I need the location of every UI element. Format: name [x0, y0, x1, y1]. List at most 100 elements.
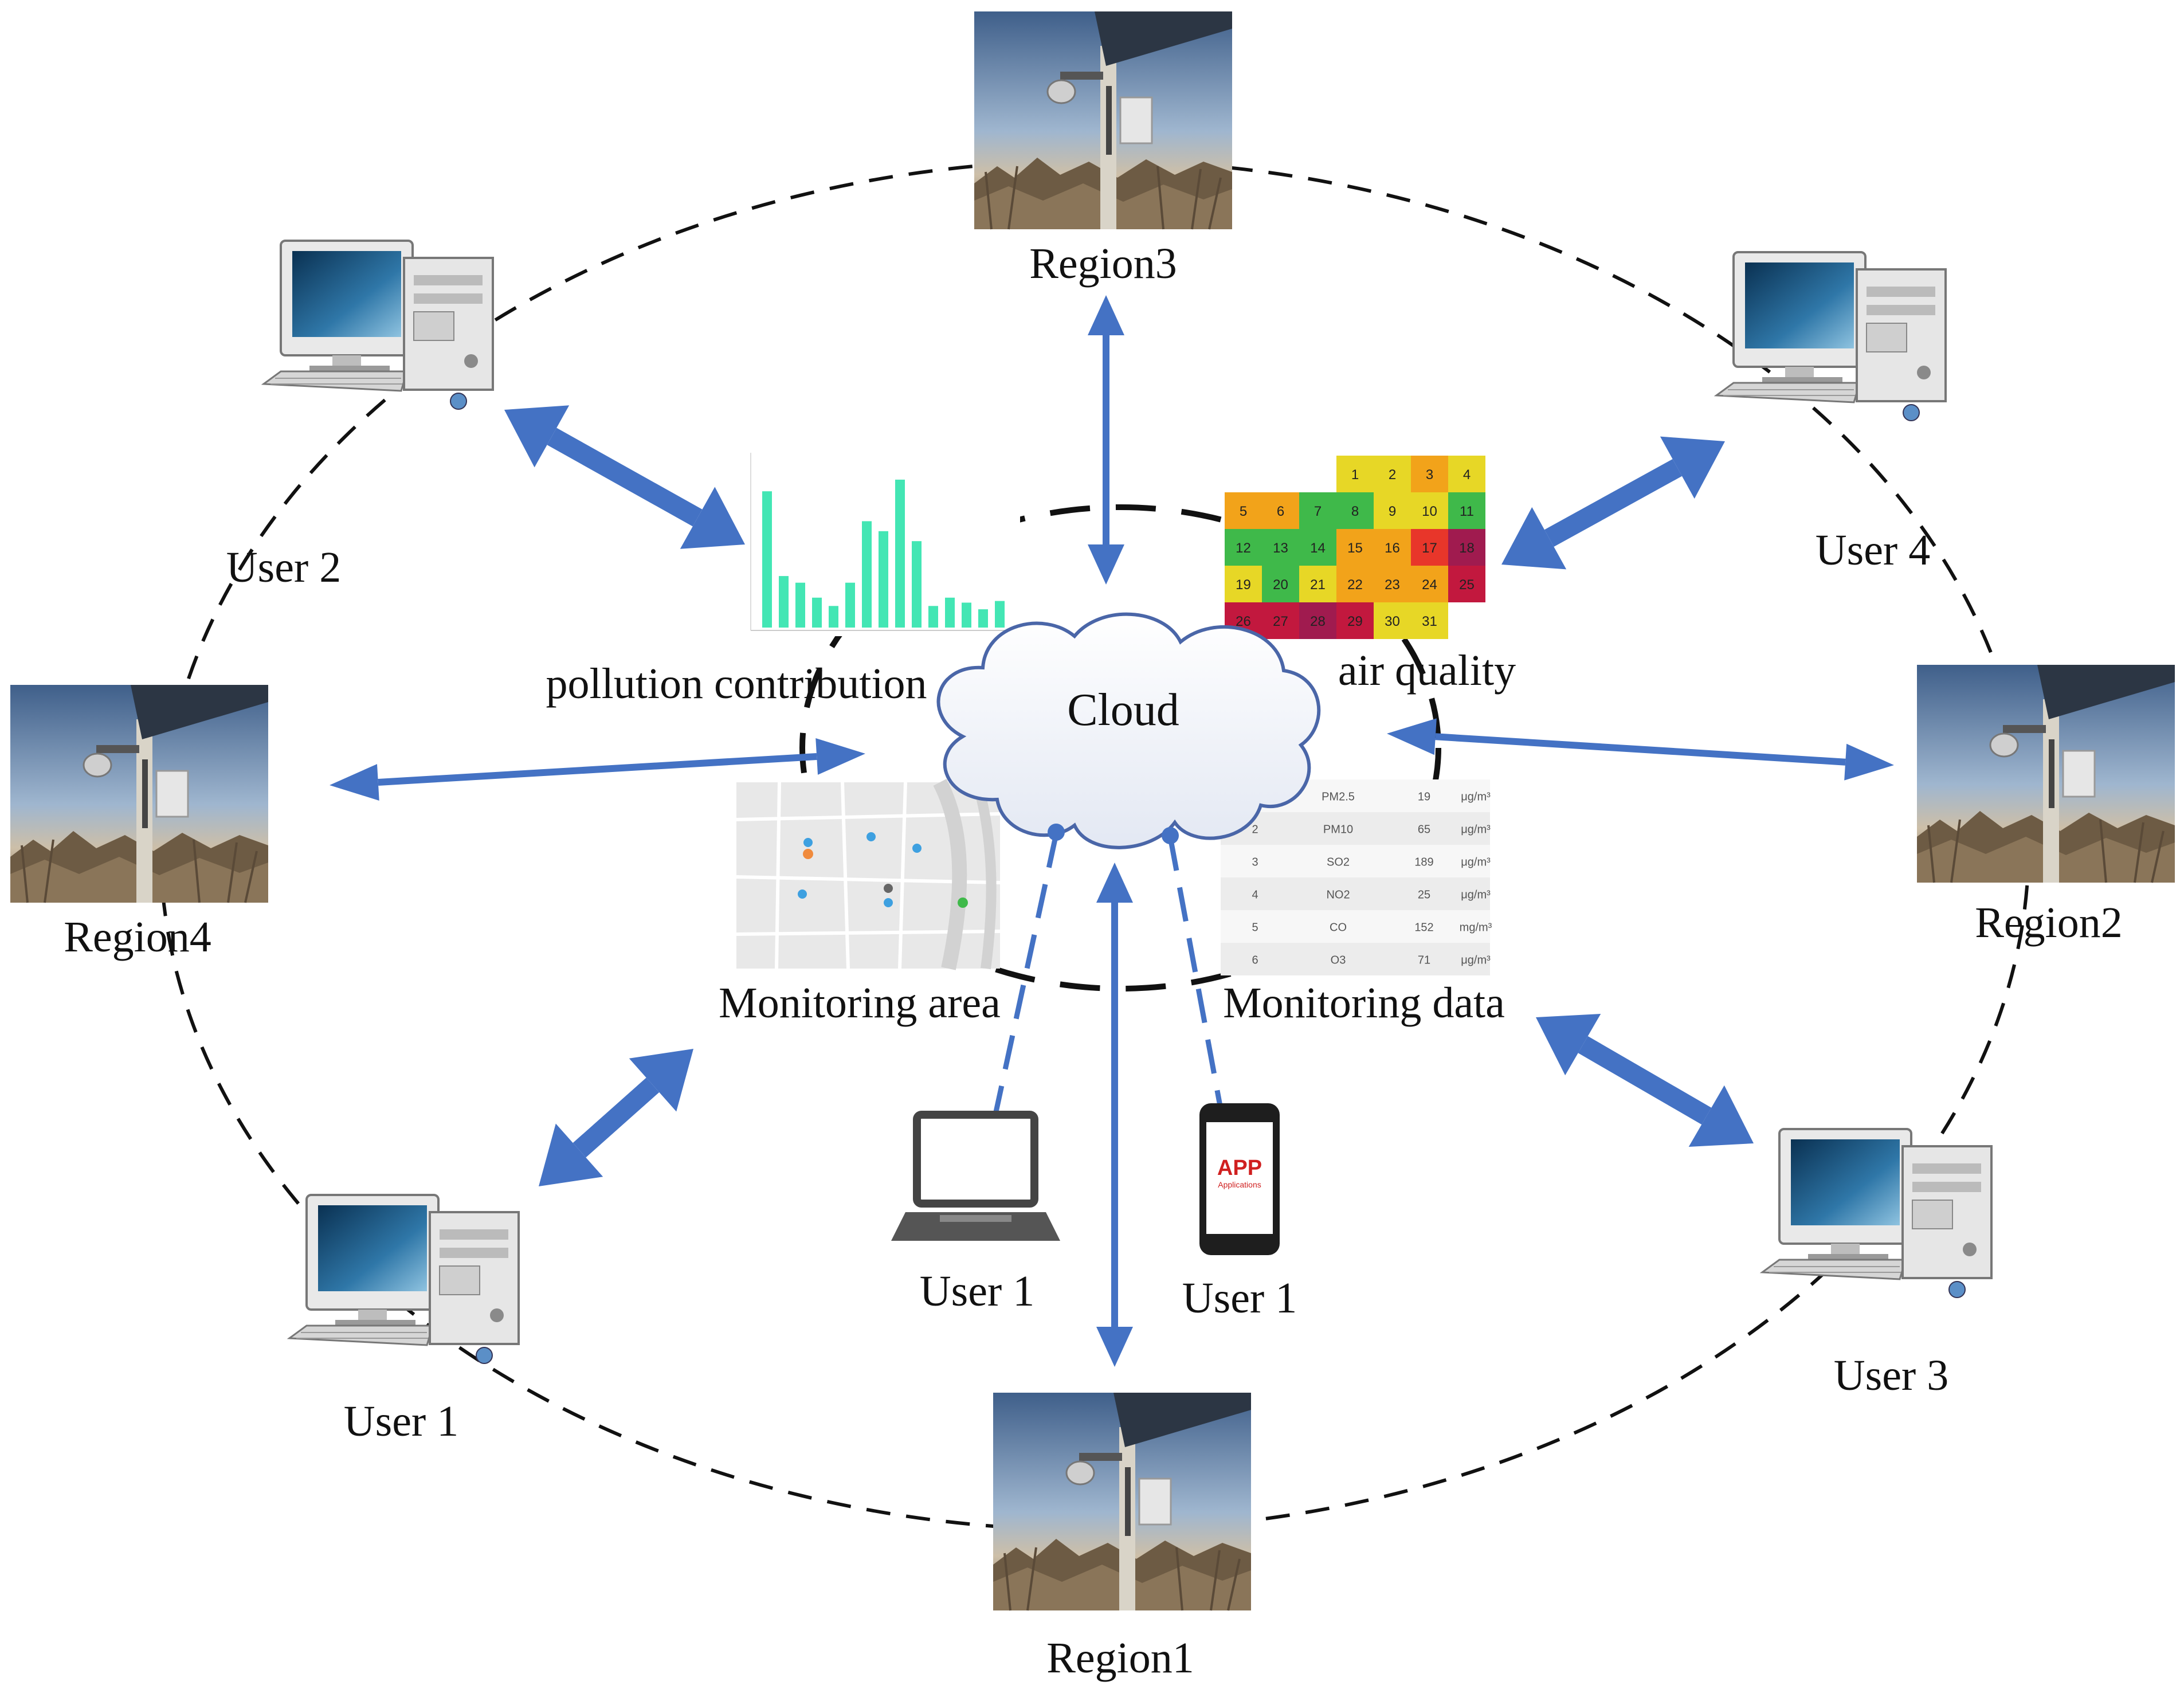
- region4-arrow: [378, 753, 817, 786]
- region2-arrow-head: [1844, 743, 1894, 781]
- pollution-bar: [978, 609, 988, 628]
- pollution-bar: [962, 602, 971, 628]
- aq-cell: [1448, 492, 1485, 529]
- user2-arrow: [547, 428, 703, 527]
- data-row-value: 19: [1418, 791, 1430, 804]
- aq-cell: [1262, 529, 1299, 566]
- user2-arrow-head: [504, 405, 570, 468]
- pollution-contribution-label: pollution contribution: [546, 660, 927, 708]
- aq-cell-number: 25: [1459, 577, 1475, 593]
- user3-arrow-head: [1688, 1085, 1754, 1147]
- aq-cell: [1262, 602, 1299, 639]
- cloud-icon: [936, 612, 1321, 849]
- aq-cell-number: 20: [1273, 577, 1288, 593]
- air-quality-label: air quality: [1338, 646, 1516, 695]
- data-row-item: SO2: [1327, 856, 1350, 869]
- data-row-unit: μg/m³: [1461, 856, 1491, 869]
- aq-cell: [1299, 529, 1336, 566]
- region2-label: Region2: [1975, 899, 2123, 947]
- aq-cell-number: 19: [1236, 577, 1251, 593]
- user1-arrow: [573, 1077, 660, 1158]
- user4-arrow-head: [1501, 507, 1567, 570]
- aq-cell-number: 5: [1240, 504, 1247, 519]
- region4-label: Region4: [64, 913, 211, 961]
- data-row-no: 6: [1252, 954, 1258, 967]
- aq-cell-number: 1: [1351, 467, 1359, 483]
- aq-cell: [1225, 529, 1262, 566]
- pollution-bar: [879, 531, 888, 628]
- aq-cell-number: 18: [1459, 540, 1475, 556]
- pollution-bar: [995, 601, 1005, 628]
- aq-cell-number: 6: [1277, 504, 1284, 519]
- user1-arrow-head: [629, 1049, 693, 1112]
- aq-cell-number: 24: [1422, 577, 1437, 593]
- region4-sensor-photo: [9, 684, 269, 904]
- data-row-unit: μg/m³: [1461, 824, 1491, 836]
- aq-cell: [1299, 602, 1336, 639]
- aq-cell-number: 8: [1351, 504, 1359, 519]
- data-row-unit: μg/m³: [1461, 889, 1491, 902]
- user4-computer-icon: [1715, 251, 1947, 422]
- aq-cell: [1336, 566, 1374, 602]
- pollution-bar: [912, 541, 922, 628]
- region1-arrow-head: [1096, 863, 1133, 903]
- data-row-no: 4: [1252, 889, 1258, 902]
- region1-arrow-head: [1096, 1327, 1133, 1367]
- aq-cell: [1374, 456, 1411, 492]
- region3-arrow-head: [1088, 295, 1124, 335]
- region1-sensor-photo: [992, 1392, 1252, 1612]
- aq-cell-number: 3: [1426, 467, 1433, 483]
- aq-cell-number: 23: [1385, 577, 1400, 593]
- data-row-unit: mg/m³: [1460, 922, 1492, 934]
- data-row-item: CO: [1330, 922, 1347, 934]
- region3-arrow-head: [1088, 544, 1124, 585]
- user1-computer-label: User 1: [344, 1397, 459, 1445]
- user3-computer-icon: [1761, 1128, 1993, 1299]
- aq-cell-number: 21: [1310, 577, 1326, 593]
- data-row-bg: [1221, 943, 1490, 975]
- user2-label: User 2: [226, 543, 342, 591]
- user2-computer-icon: [262, 240, 494, 410]
- data-row-item: PM2.5: [1322, 791, 1355, 804]
- aq-cell: [1411, 529, 1448, 566]
- inner-ring: [799, 504, 1441, 991]
- pollution-bar: [762, 491, 772, 628]
- data-row-value: 65: [1418, 824, 1430, 836]
- aq-cell-number: 31: [1422, 614, 1437, 629]
- aq-cell: [1411, 492, 1448, 529]
- user4-arrow-head: [1660, 436, 1725, 499]
- user2-arrow-head: [680, 487, 745, 549]
- pollution-bar: [895, 479, 905, 628]
- cloud-label: Cloud: [1067, 685, 1179, 735]
- aq-cell: [1225, 492, 1262, 529]
- pollution-bar: [829, 606, 838, 628]
- pollution-bar: [945, 597, 955, 628]
- aq-cell: [1299, 566, 1336, 602]
- data-row-unit: μg/m³: [1461, 791, 1491, 804]
- aq-cell: [1448, 566, 1485, 602]
- user4-arrow: [1544, 458, 1683, 547]
- laptop-icon: [891, 1111, 1060, 1241]
- aq-cell: [1336, 529, 1374, 566]
- data-row-bg: [1221, 910, 1490, 943]
- pollution-bar: [795, 582, 805, 628]
- device-links: [993, 824, 1224, 1112]
- region4-arrow-head: [815, 738, 865, 775]
- region2-sensor-photo: [1916, 664, 2176, 884]
- aq-cell: [1225, 566, 1262, 602]
- user3-arrow: [1578, 1036, 1712, 1125]
- aq-cell-number: 22: [1347, 577, 1363, 593]
- data-row-item: O3: [1331, 954, 1346, 967]
- aq-cell: [1411, 602, 1448, 639]
- aq-cell-number: 16: [1385, 540, 1400, 556]
- app-title: APP: [1217, 1156, 1262, 1180]
- smartphone-icon: APP Applications: [1199, 1103, 1280, 1255]
- region2-arrow: [1435, 733, 1846, 766]
- data-row-bg: [1221, 845, 1490, 877]
- aq-cell-number: 27: [1273, 614, 1288, 629]
- user1-arrow-head: [539, 1123, 603, 1186]
- region1-label: Region1: [1046, 1634, 1194, 1682]
